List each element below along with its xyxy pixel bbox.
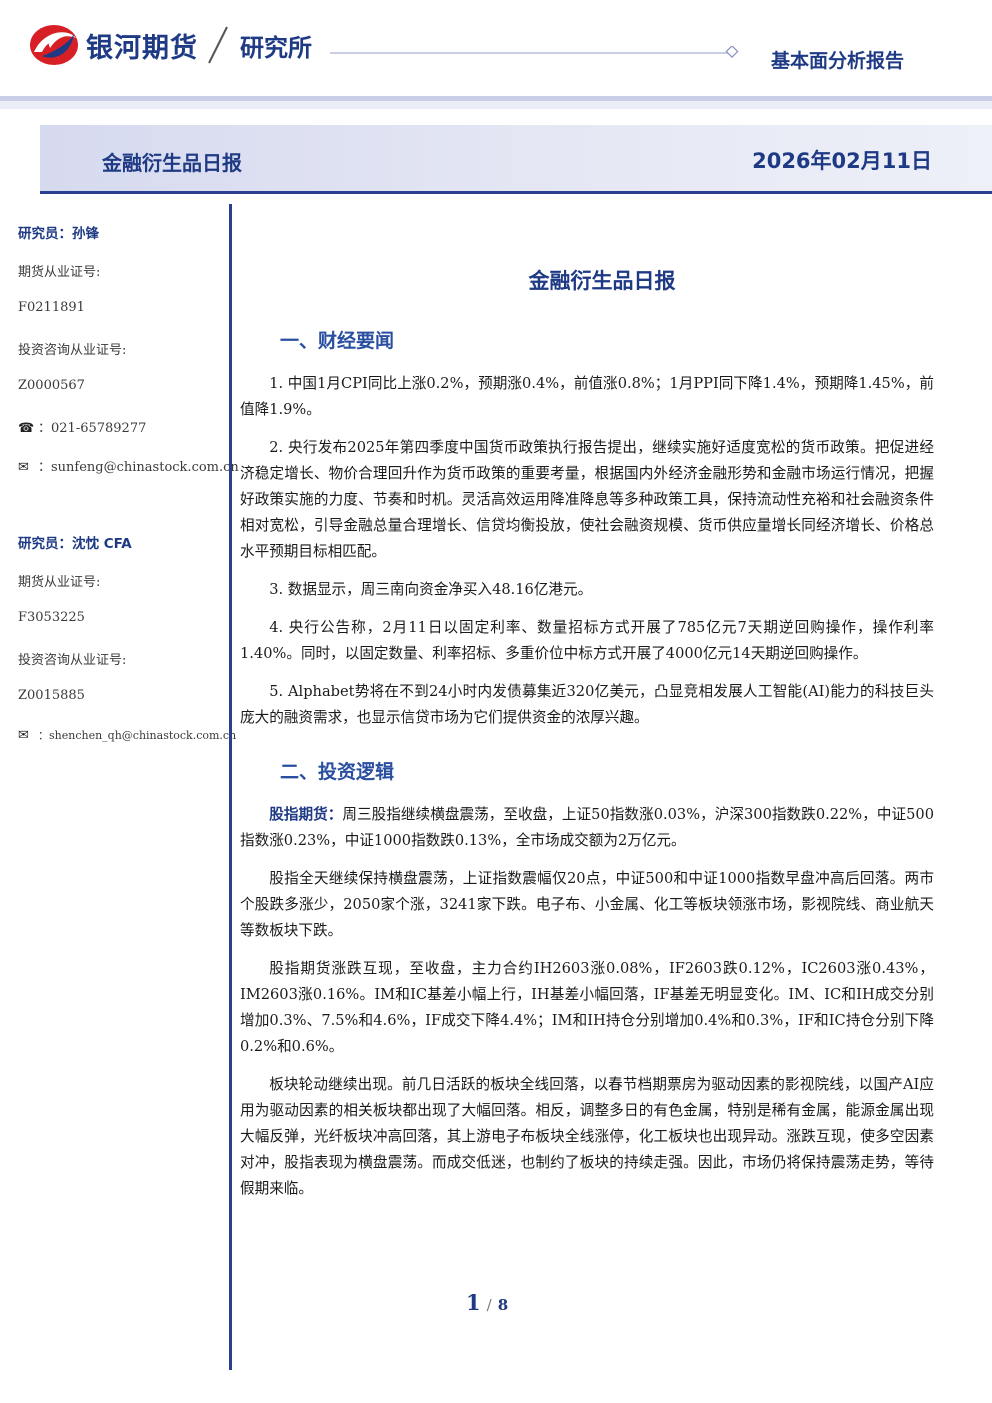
news-item: 1. 中国1月CPI同比上涨0.2%，预期涨0.4%，前值涨0.8%；1月PPI… [240,375,934,418]
logic-paragraph: 股指期货：周三股指继续横盘震荡，至收盘，上证50指数涨0.03%，沪深300指数… [240,802,934,854]
analyst-sidebar: 研究员：孙锋 期货从业证号: F0211891 投资咨询从业证号: Z00005… [18,222,239,766]
news-item: 3. 数据显示，周三南向资金净买入48.16亿港元。 [269,581,593,598]
page-header: 银河期货 研究所 基本面分析报告 [0,0,992,110]
header-band-light [0,101,992,109]
total-pages: 8 [497,1296,509,1314]
header-line-decoration [330,46,739,59]
logic-paragraph: 股指期货涨跌互现，至收盘，主力合约IH2603涨0.08%，IF2603跌0.1… [240,960,934,1055]
brand-name: 银河期货 [86,33,198,64]
consult-label: 投资咨询从业证号: [18,343,127,358]
header-band [0,96,992,101]
current-page: 1 [466,1290,481,1315]
email-address[interactable]: ：sunfeng@chinastock.com.cn [38,460,239,475]
license-number: F0211891 [18,300,85,315]
document-title: 金融衍生品日报 [528,269,676,293]
phone-row: ☎：021-65789277 [18,417,228,456]
institute-name: 研究所 [240,34,312,62]
license-number: F3053225 [18,610,85,625]
mail-icon: ✉ [18,460,29,475]
phone-icon: ☎ [18,421,35,436]
galaxy-logo-icon [30,25,78,65]
sidebar-divider [229,204,232,1370]
news-item: 4. 央行公告称，2月11日以固定利率、数量招标方式开展了785亿元7天期逆回购… [240,619,934,662]
logic-paragraph: 股指全天继续保持横盘震荡，上证指数震幅仅20点，中证500和中证1000指数早盘… [240,870,934,939]
consult-number: Z0000567 [18,378,85,393]
page-separator: / [486,1296,492,1314]
report-title-bar: 金融衍生品日报 2026年02月11日 [40,125,992,191]
logic-lead: 股指期货： [269,806,343,823]
logic-lead-text: 周三股指继续横盘震荡，至收盘，上证50指数涨0.03%，沪深300指数跌0.22… [240,806,934,849]
news-item: 2. 央行发布2025年第四季度中国货币政策执行报告提出，继续实施好适度宽松的货… [240,439,934,560]
news-item: 5. Alphabet势将在不到24小时内发债募集近320亿美元，凸显竞相发展人… [240,683,934,726]
consult-label: 投资咨询从业证号: [18,653,127,668]
logic-paragraph: 板块轮动继续出现。前几日活跃的板块全线回落，以春节档期票房为驱动因素的影视院线，… [240,1076,934,1197]
analyst-name: 研究员：孙锋 [18,226,99,242]
divider-slash [208,26,228,64]
section-heading-logic: 二、投资逻辑 [280,761,395,783]
license-label: 期货从业证号: [18,575,101,590]
phone-number: ：021-65789277 [38,421,147,436]
email-row: ✉ ：sunfeng@chinastock.com.cn [18,456,239,495]
consult-number: Z0015885 [18,688,85,703]
license-label: 期货从业证号: [18,265,101,280]
report-body: 金融衍生品日报 一、财经要闻 1. 中国1月CPI同比上涨0.2%，预期涨0.4… [240,262,934,1214]
mail-icon: ✉ [18,728,29,743]
report-name: 金融衍生品日报 [102,151,242,175]
email-address[interactable]: ：shenchen_qh@chinastock.com.cn [38,729,237,742]
page-number: 1 / 8 [466,1290,566,1315]
report-date: 2026年02月11日 [752,149,932,173]
analyst-name: 研究员：沈忱 CFA [18,536,132,552]
email-row: ✉ ：shenchen_qh@chinastock.com.cn [18,727,236,766]
section-heading-news: 一、财经要闻 [280,330,395,352]
title-bar-underline [40,191,992,194]
report-type: 基本面分析报告 [771,50,905,72]
